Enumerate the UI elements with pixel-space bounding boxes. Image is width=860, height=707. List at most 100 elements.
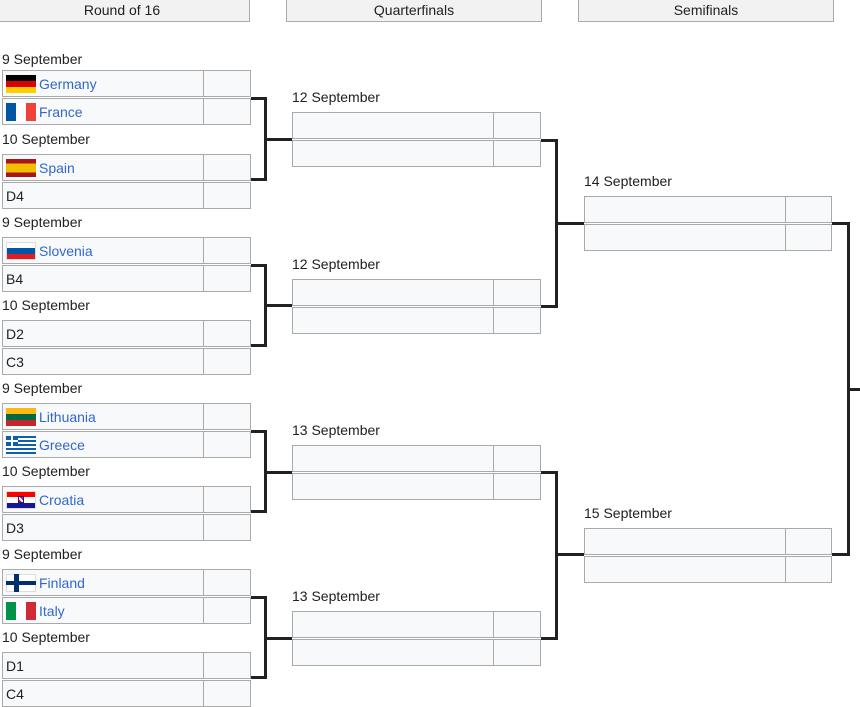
team-row: D3 (2, 514, 251, 541)
bracket-connector (555, 222, 584, 225)
flag-germany-icon (6, 74, 36, 93)
bracket-connector (832, 222, 850, 225)
score-cell (494, 141, 540, 166)
score-cell (204, 432, 250, 457)
score-cell (204, 238, 250, 263)
score-cell (204, 155, 250, 180)
team-cell: D3 (3, 515, 204, 540)
header-round-of-16: Round of 16 (0, 0, 250, 22)
bracket-connector (541, 471, 558, 474)
team-row (292, 639, 541, 666)
team-link-spain[interactable]: Spain (39, 159, 75, 176)
match-date: 12 September (292, 256, 380, 272)
header-semifinals: Semifinals (578, 0, 834, 22)
flag-greece-icon (6, 435, 36, 454)
bracket-connector (251, 430, 267, 433)
team-row (292, 473, 541, 500)
team-cell (293, 113, 494, 138)
score-cell (494, 640, 540, 665)
team-link-france[interactable]: France (39, 103, 83, 120)
team-row (292, 140, 541, 167)
team-link-lithuania[interactable]: Lithuania (39, 408, 96, 425)
match-date: 10 September (2, 297, 90, 313)
team-cell (585, 197, 786, 222)
team-cell (585, 557, 786, 582)
bracket-connector (251, 264, 267, 267)
team-cell (293, 474, 494, 499)
team-cell: France (3, 99, 204, 124)
team-cell (585, 225, 786, 250)
bracket-connector (555, 553, 584, 556)
team-row: Greece (2, 431, 251, 458)
flag-slovenia-icon (6, 241, 36, 260)
match-date: 9 September (2, 546, 83, 562)
team-cell (585, 529, 786, 554)
score-cell (786, 557, 831, 582)
team-cell (293, 446, 494, 471)
score-cell (204, 71, 250, 96)
score-cell (494, 280, 540, 305)
team-row: D1 (2, 652, 251, 679)
score-cell (204, 598, 250, 623)
team-cell (293, 141, 494, 166)
match-date: 13 September (292, 422, 380, 438)
flag-italy-icon (6, 601, 36, 620)
team-cell: Slovenia (3, 238, 204, 263)
score-cell (494, 474, 540, 499)
team-cell: Lithuania (3, 404, 204, 429)
score-cell (786, 197, 831, 222)
flag-finland-icon (6, 573, 36, 592)
header-quarterfinals: Quarterfinals (286, 0, 542, 22)
team-cell: Italy (3, 598, 204, 623)
team-cell: Greece (3, 432, 204, 457)
team-cell (293, 612, 494, 637)
team-link-germany[interactable]: Germany (39, 75, 97, 92)
flag-spain-icon (6, 158, 36, 177)
team-row: C3 (2, 348, 251, 375)
team-row: Slovenia (2, 237, 251, 264)
team-cell: D4 (3, 183, 204, 208)
team-row: Germany (2, 70, 251, 97)
team-cell (293, 640, 494, 665)
team-cell: Finland (3, 570, 204, 595)
bracket-connector (264, 304, 292, 307)
team-link-italy[interactable]: Italy (39, 602, 65, 619)
team-link-greece[interactable]: Greece (39, 436, 85, 453)
team-row (584, 528, 832, 555)
match-date: 10 September (2, 629, 90, 645)
team-row (584, 224, 832, 251)
flag-lithuania-icon (6, 407, 36, 426)
score-cell (204, 681, 250, 706)
team-cell: B4 (3, 266, 204, 291)
team-row: B4 (2, 265, 251, 292)
bracket-connector (251, 676, 267, 679)
score-cell (494, 113, 540, 138)
team-row (292, 279, 541, 306)
team-link-finland[interactable]: Finland (39, 574, 85, 591)
match-date: 14 September (584, 173, 672, 189)
bracket-connector (847, 388, 860, 391)
score-cell (204, 487, 250, 512)
match-date: 12 September (292, 89, 380, 105)
team-row (584, 556, 832, 583)
flag-france-icon (6, 102, 36, 121)
score-cell (204, 404, 250, 429)
score-cell (204, 266, 250, 291)
score-cell (786, 529, 831, 554)
score-cell (494, 446, 540, 471)
bracket-connector (541, 637, 558, 640)
team-row (292, 445, 541, 472)
team-link-slovenia[interactable]: Slovenia (39, 242, 93, 259)
bracket-connector (251, 344, 267, 347)
bracket-connector (251, 178, 267, 181)
team-cell: D2 (3, 321, 204, 346)
match-date: 15 September (584, 505, 672, 521)
score-cell (204, 653, 250, 678)
bracket-connector (832, 553, 850, 556)
team-link-croatia[interactable]: Croatia (39, 491, 85, 508)
team-row: Croatia (2, 486, 251, 513)
bracket-connector (251, 596, 267, 599)
score-cell (494, 308, 540, 333)
match-date: 9 September (2, 380, 83, 396)
team-row: Spain (2, 154, 251, 181)
